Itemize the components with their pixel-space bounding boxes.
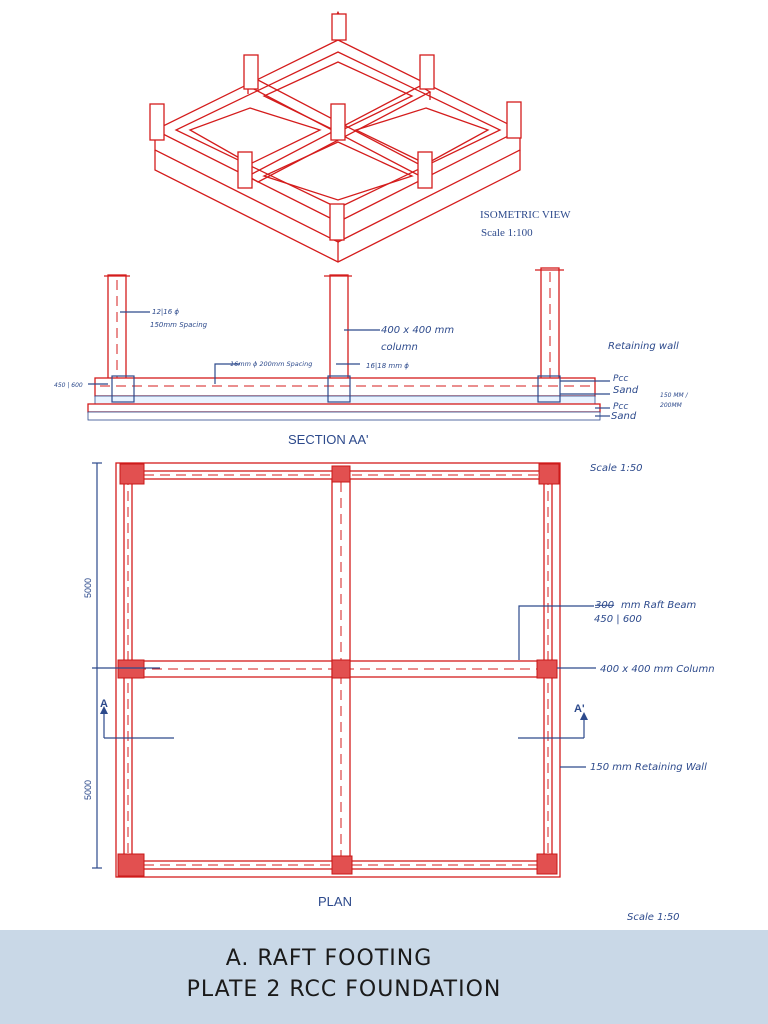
- drawing-subtitle: PLATE 2 RCC FOUNDATION: [186, 977, 502, 1002]
- slab-bar-label: 16mm ϕ 200mm Spacing: [230, 360, 312, 368]
- plan-column: [536, 853, 558, 875]
- isometric-scale: Scale 1:100: [481, 227, 533, 239]
- plan-column: [536, 659, 558, 679]
- iso-column: [330, 103, 346, 141]
- section-mark-left: [100, 706, 174, 739]
- section-left-wall: [104, 274, 130, 381]
- title-block: [0, 930, 768, 1024]
- rebar-spacing-label: 150mm Spacing: [150, 321, 208, 329]
- beam-bar-label: 16|18 mm ϕ: [366, 362, 409, 370]
- section-mark-right-label: A': [574, 703, 585, 715]
- iso-column: [331, 13, 347, 41]
- plan-column: [119, 463, 145, 485]
- plan-column: [331, 465, 351, 483]
- drawing-title: A. RAFT FOOTING: [225, 946, 433, 971]
- column-label-2: column: [381, 342, 418, 353]
- iso-column: [506, 101, 522, 139]
- plan-column: [538, 463, 560, 485]
- plan-title: PLAN: [318, 894, 352, 909]
- iso-column: [237, 151, 253, 189]
- plan-scale-top: Scale 1:50: [590, 463, 643, 474]
- section-title: SECTION AA': [288, 432, 369, 447]
- beam-callout: mm Raft Beam: [621, 600, 696, 611]
- section-mark-left-label: A: [100, 698, 108, 710]
- plan-columns: [117, 463, 560, 877]
- retaining-wall-label: Retaining wall: [608, 341, 679, 352]
- plan-view: 5000 5000 A A' 300 mm Raft Beam 450 | 60…: [83, 462, 715, 923]
- section-view: 12|16 ϕ 150mm Spacing 16mm ϕ 200mm Spaci…: [54, 267, 689, 447]
- dim-top: 5000: [83, 578, 93, 598]
- plan-callout-leaders: [518, 605, 596, 768]
- plan-dimension-line: [92, 462, 160, 869]
- thickness-label-2: 200MM: [660, 402, 683, 409]
- section-mark-right: [518, 712, 588, 739]
- iso-column: [149, 103, 165, 141]
- isometric-view: N: [149, 10, 571, 263]
- plan-column: [117, 853, 145, 877]
- beam-dim-label: 450 | 600: [54, 382, 83, 389]
- sand-label-1: Sand: [613, 385, 639, 396]
- isometric-title: ISOMETRIC VIEW: [480, 209, 571, 221]
- sand-label-2: Sand: [611, 411, 637, 422]
- dim-bottom: 5000: [83, 780, 93, 800]
- rebar-top-label: 12|16 ϕ: [152, 308, 179, 316]
- iso-column: [329, 203, 345, 241]
- beam-callout-struck: 300: [595, 600, 614, 611]
- thickness-label-1: 150 MM /: [660, 392, 689, 399]
- section-right-wall: [535, 267, 564, 381]
- pcc-label-1: Pcc: [613, 374, 628, 384]
- beam-callout-2: 450 | 600: [594, 614, 642, 625]
- wall-callout: 150 mm Retaining Wall: [590, 762, 707, 773]
- pcc-label-2: Pcc: [613, 402, 628, 412]
- section-leaders: [88, 311, 610, 417]
- section-beam-boxes: [111, 375, 561, 403]
- column-callout: 400 x 400 mm Column: [600, 664, 715, 675]
- plan-column: [331, 659, 351, 679]
- section-raft-slab: [87, 377, 601, 421]
- iso-column: [419, 54, 435, 90]
- iso-column: [243, 54, 259, 90]
- isometric-columns: [149, 13, 522, 241]
- section-center-column: [324, 274, 352, 381]
- column-label-1: 400 x 400 mm: [381, 325, 454, 336]
- iso-column: [417, 151, 433, 189]
- plan-scale-bottom: Scale 1:50: [627, 912, 680, 923]
- plan-column: [331, 855, 353, 875]
- plan-column: [117, 659, 145, 679]
